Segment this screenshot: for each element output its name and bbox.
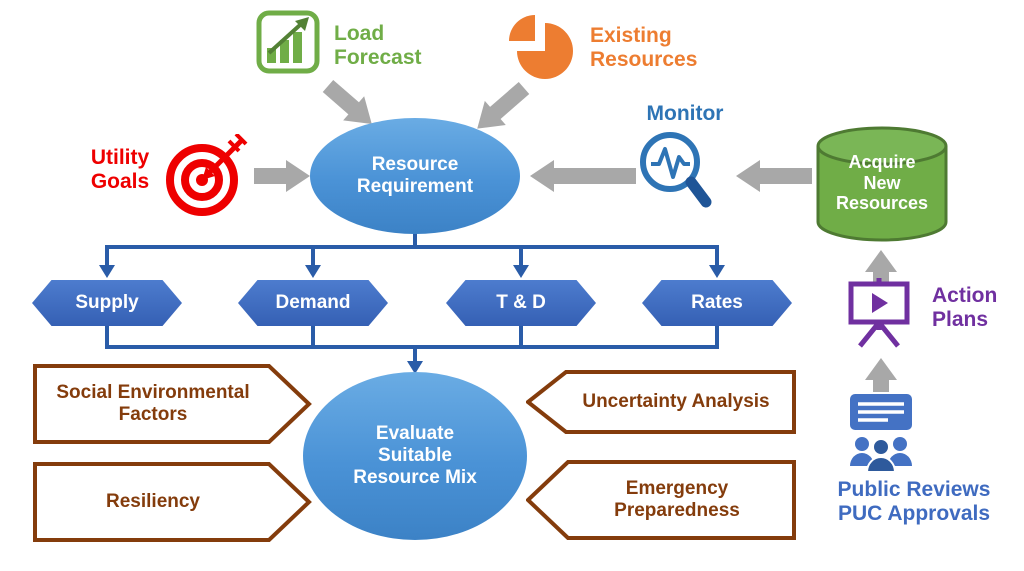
hexagon-t-and-d: T & D: [446, 280, 596, 326]
resiliency-banner: [33, 462, 312, 542]
emergency-preparedness-banner: [526, 460, 796, 540]
presentation-board-icon: [848, 278, 910, 348]
existing-resources-label: Existing Resources: [590, 24, 698, 72]
arrow-public-reviews-to-action-plans: [865, 358, 897, 392]
arrow-utility-goals-to-resource-requirement: [254, 160, 310, 192]
acquire-new-resources-label: Acquire New Resources: [835, 152, 929, 214]
arrow-action-plans-to-acquire: [865, 250, 897, 284]
utility-goals-label: Utility Goals: [90, 146, 150, 194]
connector-arrowheads: [99, 265, 725, 374]
public-reviews-people-icon: [850, 394, 912, 473]
load-forecast-label: Load Forecast: [334, 22, 422, 70]
hexagon-supply: Supply: [32, 280, 182, 326]
hexagon-demand: Demand: [238, 280, 388, 326]
monitor-label: Monitor: [646, 102, 724, 125]
arrow-load-forecast-to-resource-requirement: [322, 79, 372, 125]
arrow-monitor-to-resource-requirement: [530, 160, 636, 192]
emergency-preparedness-label: Emergency Preparedness: [614, 478, 740, 521]
action-plans-label: Action Plans: [932, 284, 998, 332]
resource-requirement-label: Resource Requirement: [356, 154, 474, 197]
hexagon-supply-label: Supply: [75, 292, 139, 313]
monitor-magnifier-icon: [640, 132, 712, 208]
resource-requirement-node: Resource Requirement: [310, 118, 520, 234]
social-environmental-factors-label: Social Environmental Factors: [56, 382, 250, 425]
public-reviews-label: Public Reviews PUC Approvals: [837, 478, 991, 526]
hexagon-t-and-d-label: T & D: [496, 292, 546, 313]
resiliency-label: Resiliency: [106, 491, 200, 512]
uncertainty-analysis-label: Uncertainty Analysis: [582, 391, 770, 412]
connector-tree-lines: [105, 232, 719, 362]
hexagon-demand-label: Demand: [275, 292, 351, 313]
evaluate-suitable-resource-mix-label: Evaluate Suitable Resource Mix: [353, 423, 477, 488]
uncertainty-analysis-banner: [526, 370, 796, 434]
hexagon-rates-label: Rates: [691, 292, 743, 313]
pie-chart-icon: [509, 15, 573, 79]
evaluate-suitable-resource-mix-node: Evaluate Suitable Resource Mix: [303, 372, 527, 540]
hexagon-rates: Rates: [642, 280, 792, 326]
arrow-acquire-to-monitor: [736, 160, 812, 192]
arrow-existing-resources-to-resource-requirement: [477, 81, 530, 129]
social-environmental-factors-banner: [33, 364, 312, 444]
bar-chart-icon: [256, 10, 320, 74]
database-cylinder-icon: [816, 126, 948, 242]
target-icon: [166, 134, 248, 216]
